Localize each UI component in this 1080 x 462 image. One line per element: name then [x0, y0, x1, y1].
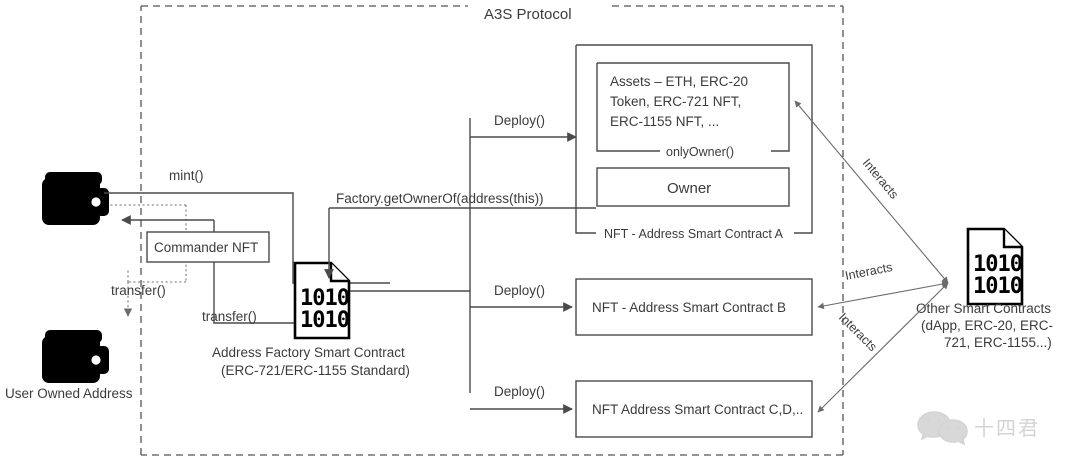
- deploy-middle-flow: Deploy(): [470, 283, 573, 312]
- deploy-top-label: Deploy(): [494, 113, 545, 128]
- contract-a-border-label: NFT - Address Smart Contract A: [604, 227, 784, 241]
- only-owner-label: onlyOwner(): [666, 145, 734, 159]
- smart-contract-document-icon: 1010 1010: [966, 227, 1024, 306]
- mint-return-flow: [292, 250, 390, 284]
- user-owned-address-caption: User Owned Address: [5, 386, 133, 401]
- wallet-icon: [42, 330, 109, 383]
- get-owner-of-flow: Factory.getOwnerOf(address(this)): [324, 191, 596, 279]
- transfer-label-dotted: transfer(): [111, 283, 166, 298]
- other-smart-contracts[interactable]: 1010 1010 Other Smart Contracts (dApp, E…: [916, 227, 1053, 350]
- interacts-bottom-flow: Interacts: [817, 282, 949, 413]
- commander-nft-box[interactable]: Commander NFT: [146, 231, 270, 263]
- contract-cd-label: NFT Address Smart Contract C,D,..: [592, 402, 803, 417]
- deploy-middle-label: Deploy(): [494, 283, 545, 298]
- assets-box[interactable]: Assets – ETH, ERC-20 Token, ERC-721 NFT,…: [596, 62, 790, 159]
- other-binary-line-2: 1010: [973, 274, 1022, 299]
- mint-flow: mint(): [104, 168, 294, 250]
- watermark-text: 十四君: [974, 416, 1040, 440]
- assets-line-1: Assets – ETH, ERC-20: [610, 74, 748, 89]
- owner-box[interactable]: Owner: [596, 167, 790, 207]
- deploy-bottom-label: Deploy(): [494, 384, 545, 399]
- watermark: 十四君: [917, 411, 1040, 446]
- deploy-top-flow: Deploy(): [470, 113, 577, 142]
- other-contracts-caption-line-2: (dApp, ERC-20, ERC-: [921, 318, 1053, 333]
- assets-line-3: ERC-1155 NFT, ...: [610, 114, 719, 129]
- region-title: A3S Protocol: [484, 6, 572, 23]
- nft-address-smart-contract-b[interactable]: NFT - Address Smart Contract B: [575, 278, 813, 336]
- interacts-middle-flow: Interacts: [817, 260, 949, 310]
- factory-binary-line-2: 1010: [300, 308, 349, 333]
- address-factory-smart-contract[interactable]: 1010 1010 Address Factory Smart Contract…: [212, 261, 410, 378]
- a3s-protocol-region: A3S Protocol: [140, 5, 844, 456]
- smart-contract-document-icon: 1010 1010: [293, 261, 351, 340]
- factory-caption-line-1: Address Factory Smart Contract: [212, 345, 405, 360]
- factory-caption-line-2: (ERC-721/ERC-1155 Standard): [221, 363, 410, 378]
- get-owner-of-label: Factory.getOwnerOf(address(this)): [336, 191, 544, 206]
- other-binary-line-1: 1010: [973, 252, 1022, 277]
- factory-binary-line-1: 1010: [300, 286, 349, 311]
- assets-line-2: Token, ERC-721 NFT,: [610, 94, 741, 109]
- factory-output-trunk: [350, 118, 471, 393]
- commander-nft-label: Commander NFT: [154, 240, 258, 255]
- deploy-bottom-flow: Deploy(): [470, 384, 573, 414]
- nft-address-smart-contract-cd[interactable]: NFT Address Smart Contract C,D,..: [575, 380, 813, 438]
- contract-b-label: NFT - Address Smart Contract B: [592, 300, 786, 315]
- commander-wallet: [42, 172, 109, 225]
- transfer-label-solid: transfer(): [202, 309, 257, 324]
- user-owned-address-wallet: User Owned Address: [5, 330, 133, 401]
- wallet-icon: [42, 172, 109, 225]
- nft-address-smart-contract-a[interactable]: NFT - Address Smart Contract A Assets – …: [575, 44, 813, 241]
- interacts-top-flow: Interacts: [794, 100, 949, 284]
- owner-label: Owner: [667, 180, 711, 197]
- interacts-middle-label: Interacts: [844, 260, 894, 283]
- mint-label: mint(): [169, 168, 204, 183]
- other-contracts-caption-line-3: 721, ERC-1155...): [944, 335, 1052, 350]
- interacts-top-label: Interacts: [860, 156, 902, 202]
- other-contracts-caption-line-1: Other Smart Contracts: [916, 301, 1051, 316]
- wechat-icon: [917, 411, 968, 446]
